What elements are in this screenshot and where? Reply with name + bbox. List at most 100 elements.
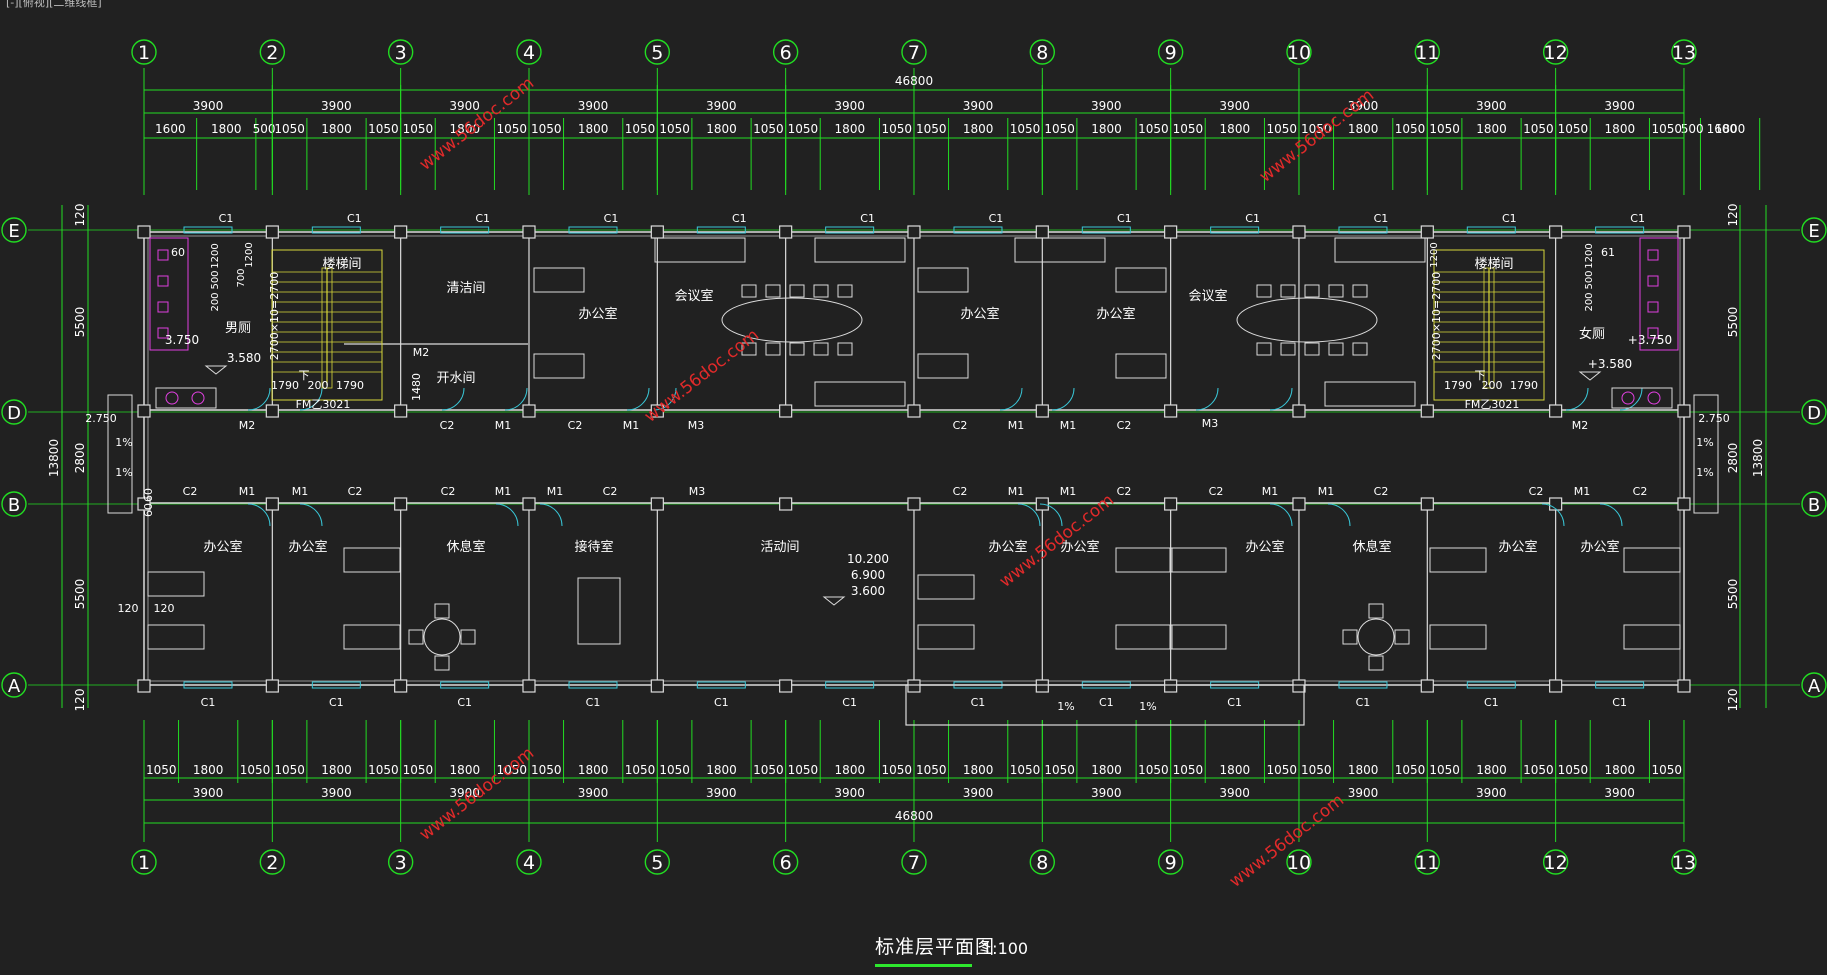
label-window: C2 [440,419,455,432]
axis-bubble [644,39,671,65]
dim-text: 1200 [210,243,221,268]
structural-column [522,225,536,239]
structural-column [1035,404,1049,418]
label-window: C1 [989,212,1004,225]
window-c1 [311,226,361,234]
dim-text: 1050 [1044,763,1075,777]
axis-label: B [1808,495,1820,516]
structural-column [1420,497,1434,511]
label-opening: M3 [689,485,706,498]
dim-text: 1800 [1476,763,1507,777]
axis-label: 11 [1415,852,1439,874]
chair [408,629,424,645]
label-opening: M1 [1574,485,1591,498]
chair [1304,284,1320,298]
dim-text: 500 [253,122,276,136]
dim-text: 1050 [403,122,434,136]
axis-label: 8 [1036,852,1048,874]
label-window: C1 [604,212,619,225]
dim-text: 3900 [834,99,865,113]
window-c1 [1595,226,1645,234]
dim-text: 5500 [73,579,87,610]
dim-text: 1050 [1266,763,1297,777]
office-desk [147,624,205,650]
dim-text: 1050 [659,763,690,777]
label-opening: C2 [441,485,456,498]
office-desk [1115,624,1173,650]
axis-label: 1 [138,852,150,874]
room-reception: 接待室 [574,539,613,555]
axis-bubble [1,491,27,517]
window-c1 [440,681,490,689]
label-window: C2 [1117,419,1132,432]
structural-column [1677,404,1691,418]
dim-text: 1050 [1266,122,1297,136]
dim-text: 1050 [1138,763,1169,777]
dim-text: 1050 [1044,122,1075,136]
axis-label: 12 [1544,852,1568,874]
room-activity: 活动间 [760,540,799,555]
door-swing [653,387,677,411]
dim-text: 1050 [881,763,912,777]
label-slope: 1% [115,436,132,449]
structural-column [650,225,664,239]
dim-text: 1800 [835,122,866,136]
dim-text: 1050 [240,763,271,777]
room-rest: 休息室 [1352,539,1391,555]
dim-text: 1050 [1301,763,1332,777]
axis-label: 7 [908,852,920,874]
room-office: 办公室 [988,539,1027,555]
label-opening: C2 [183,485,198,498]
toilet-fixture [1647,327,1659,339]
drawing-scale: 1:100 [982,939,1029,958]
dim-text: 2800 [73,443,87,474]
structural-column [1164,404,1178,418]
structural-column [779,404,793,418]
office-desk [533,353,585,379]
window-c1 [953,226,1003,234]
structural-column [650,404,664,418]
balcony [905,684,1305,726]
axis-bubble [1801,217,1827,243]
structural-column [1164,225,1178,239]
dim-text: 1050 [788,122,819,136]
label-window: C1 [842,696,857,709]
dim-text: 3900 [1604,786,1635,800]
axis-label: 9 [1165,852,1177,874]
dim-text: 1050 [659,122,690,136]
axis-label: 6 [780,852,792,874]
chair [813,342,829,356]
cabinet [814,237,906,263]
label-slope: 1% [1139,700,1156,713]
door-swing [999,387,1023,411]
dim-text: 120 [1726,689,1740,712]
dim-text: 1050 [1010,122,1041,136]
dim-text: 1800 [1348,763,1379,777]
chair [1368,655,1384,671]
dim-text: 120 [154,602,175,615]
office-desk [1623,624,1681,650]
axis-label: D [7,403,21,424]
label-opening: M1 [1060,485,1077,498]
dim-text: 1050 [368,122,399,136]
label-window: C1 [586,696,601,709]
label-window: C1 [860,212,875,225]
dim-text: 1050 [1138,122,1169,136]
dim-text: 3900 [1091,786,1122,800]
toilet-fixture [1647,249,1659,261]
structural-column [779,679,793,693]
axis-label: 10 [1287,42,1311,64]
structural-column [1677,679,1691,693]
dim-text: 1050 [753,763,784,777]
dim-text: 1480 [410,373,423,401]
title-underline [875,964,972,967]
room-cleaning: 清洁间 [446,281,485,296]
label-opening: C2 [1117,485,1132,498]
sink-counter [155,387,217,409]
axis-bubble [516,849,542,875]
level-mark: 3.750 [165,333,199,347]
chair [434,655,450,671]
stair-handrail [321,267,333,389]
door-swing [1599,503,1623,527]
